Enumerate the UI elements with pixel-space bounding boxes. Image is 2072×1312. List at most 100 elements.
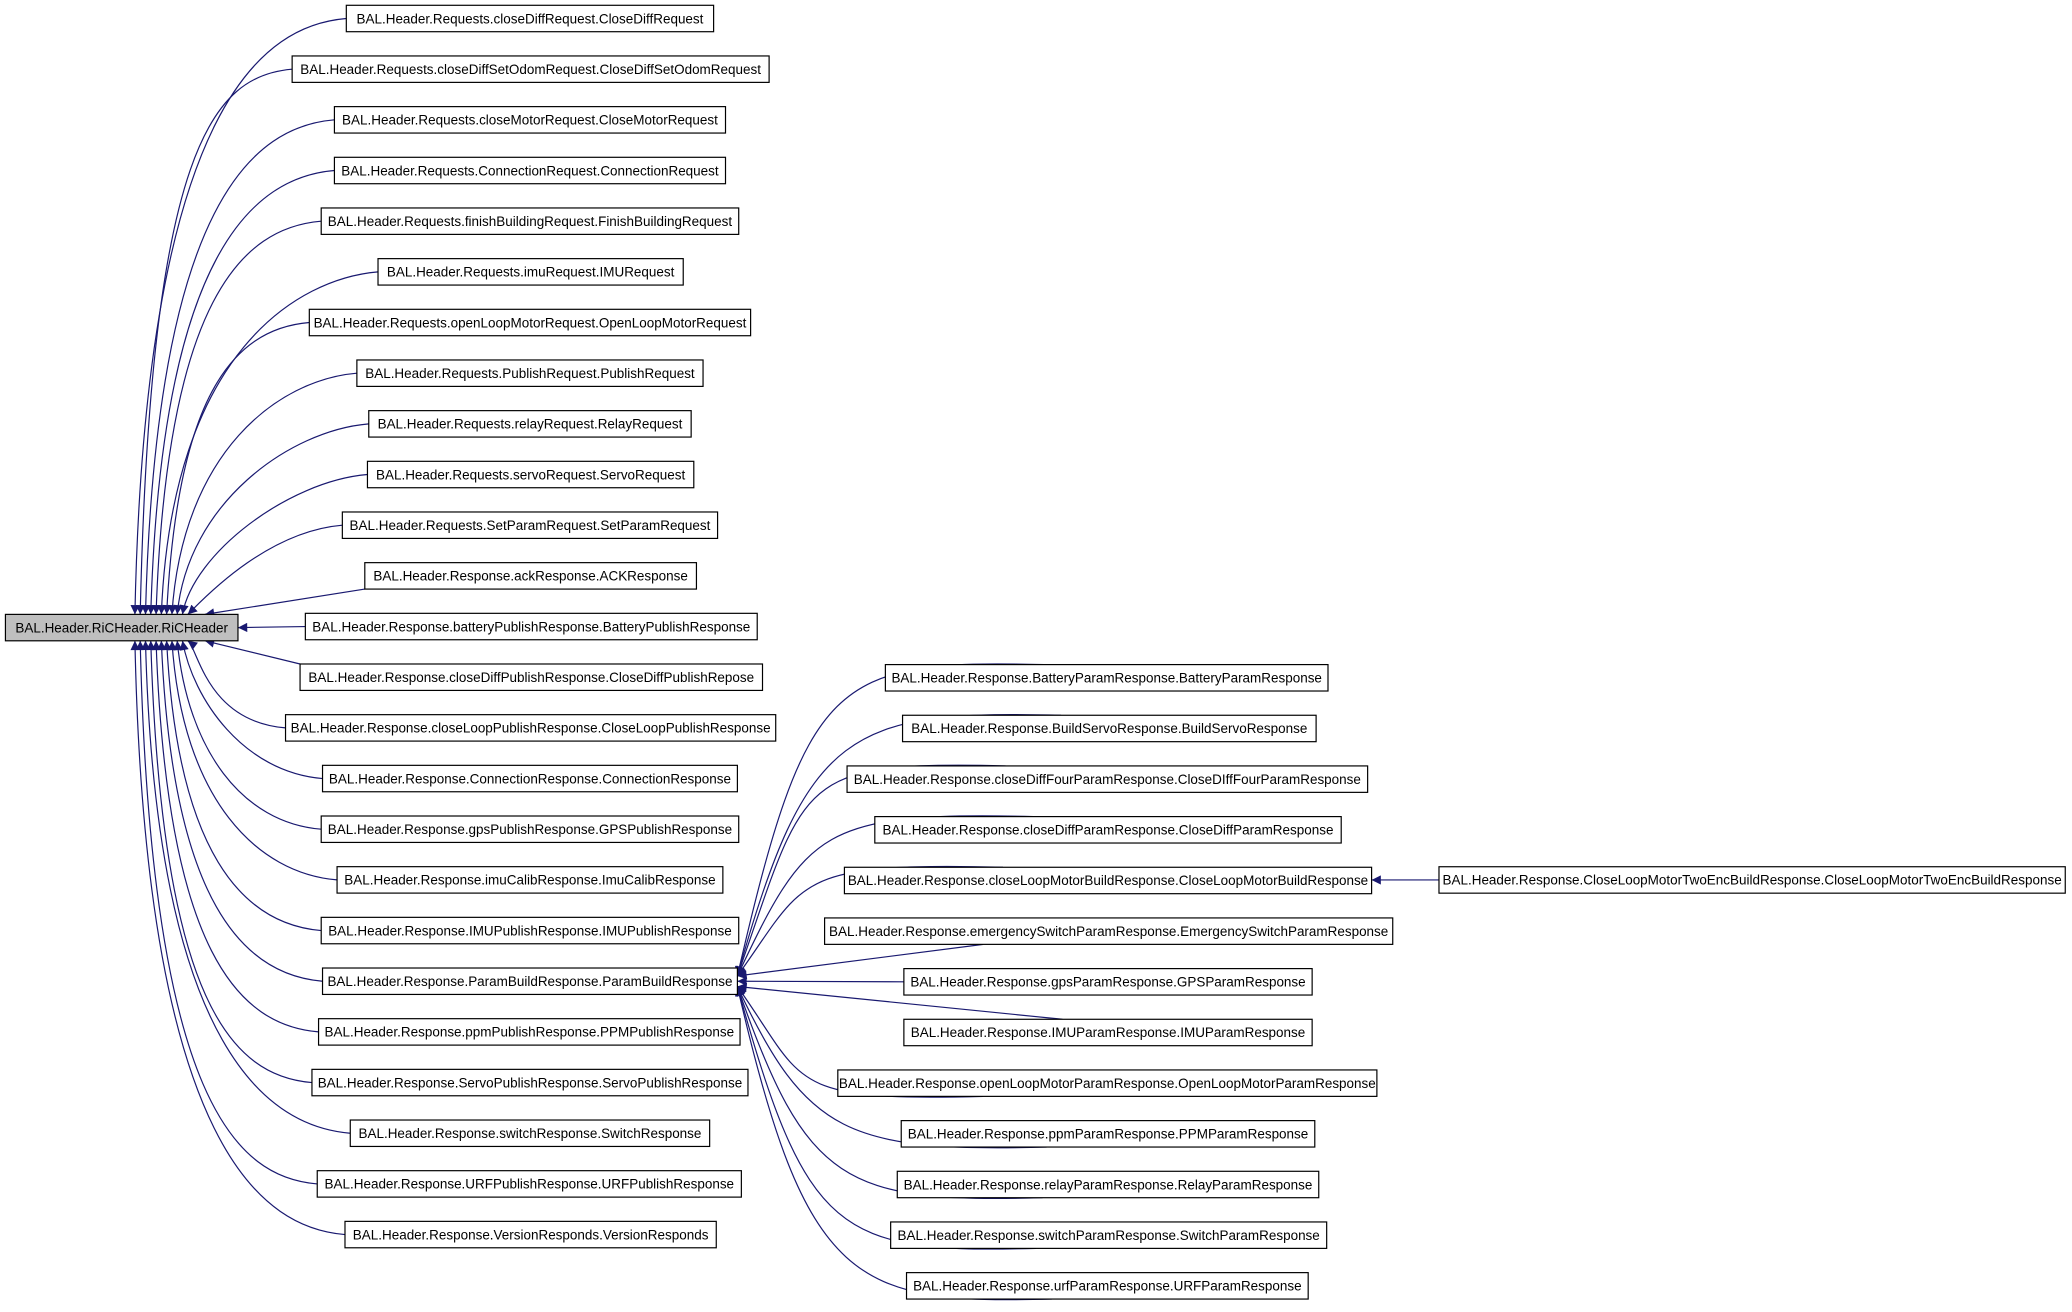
node-box[interactable] [896, 1170, 1320, 1199]
class-node[interactable]: BAL.Header.Requests.PublishRequest.Publi… [356, 359, 704, 387]
node-box[interactable] [366, 460, 695, 489]
class-node[interactable]: BAL.Header.Response.CloseLoopMotorTwoEnc… [1438, 866, 2066, 894]
node-box[interactable] [320, 815, 740, 844]
node-box[interactable] [4, 613, 239, 642]
class-node[interactable]: BAL.Header.Requests.openLoopMotorRequest… [308, 308, 752, 337]
class-node[interactable]: BAL.Header.Response.gpsPublishResponse.G… [320, 815, 740, 844]
inheritance-edge [737, 982, 1063, 1020]
node-box[interactable] [345, 4, 715, 33]
node-box[interactable] [320, 916, 740, 945]
class-node[interactable]: BAL.Header.Response.ppmParamResponse.PPM… [900, 1120, 1316, 1148]
inheritance-edge [162, 321, 310, 615]
class-node[interactable]: BAL.Header.Response.switchResponse.Switc… [349, 1119, 711, 1148]
node-label: BAL.Header.Response.batteryPublishRespon… [312, 619, 750, 634]
node-label: BAL.Header.Response.BatteryParamResponse… [891, 671, 1321, 686]
node-box[interactable] [311, 1068, 749, 1097]
node-label: BAL.Header.Response.IMUPublishResponse.I… [328, 923, 732, 938]
node-label: BAL.Header.Requests.PublishRequest.Publi… [365, 366, 695, 381]
node-box[interactable] [364, 562, 698, 590]
node-box[interactable] [824, 917, 1394, 945]
node-box[interactable] [333, 106, 727, 134]
node-label: BAL.Header.Requests.closeDiffSetOdomRequ… [300, 62, 761, 77]
class-node[interactable]: BAL.Header.Response.imuCalibResponse.Imu… [336, 866, 724, 894]
class-node[interactable]: BAL.Header.Response.relayParamResponse.R… [896, 1170, 1320, 1199]
class-node[interactable]: BAL.Header.Requests.closeDiffSetOdomRequ… [291, 55, 770, 83]
class-node[interactable]: BAL.Header.Response.gpsParamResponse.GPS… [903, 968, 1313, 996]
node-box[interactable] [317, 1018, 741, 1046]
class-node[interactable]: BAL.Header.Response.BuildServoResponse.B… [901, 714, 1317, 743]
node-box[interactable] [368, 410, 692, 438]
class-node[interactable]: BAL.Header.Response.closeDiffParamRespon… [874, 816, 1342, 844]
class-node[interactable]: BAL.Header.Requests.finishBuildingReques… [320, 207, 740, 235]
inheritance-edge [173, 640, 322, 830]
node-label: BAL.Header.Response.gpsPublishResponse.G… [328, 822, 732, 837]
class-node[interactable]: BAL.Header.Requests.ConnectionRequest.Co… [333, 156, 727, 185]
class-node[interactable]: BAL.Header.Response.ServoPublishResponse… [311, 1068, 749, 1097]
node-box[interactable] [349, 1119, 711, 1148]
inheritance-edge [167, 372, 357, 615]
class-node[interactable]: BAL.Header.Response.closeDiffPublishResp… [299, 663, 764, 692]
class-node[interactable]: BAL.Header.Response.closeLoopPublishResp… [284, 714, 777, 742]
node-label: BAL.Header.Response.urfParamResponse.URF… [913, 1279, 1302, 1294]
node-box[interactable] [890, 1221, 1328, 1249]
class-node[interactable]: BAL.Header.Requests.imuRequest.IMUReques… [377, 258, 684, 286]
class-node[interactable]: BAL.Header.Response.emergencySwitchParam… [824, 917, 1394, 945]
class-node[interactable]: BAL.Header.Response.urfParamResponse.URF… [905, 1272, 1309, 1300]
node-label: BAL.Header.Requests.SetParamRequest.SetP… [350, 518, 711, 533]
class-node[interactable]: BAL.Header.Response.ConnectionResponse.C… [321, 764, 738, 793]
node-box[interactable] [299, 663, 764, 692]
class-node[interactable]: BAL.Header.Response.closeLoopMotorBuildR… [843, 866, 1373, 895]
class-node[interactable]: BAL.Header.Response.closeDiffFourParamRe… [846, 765, 1369, 793]
class-node[interactable]: BAL.Header.Response.batteryPublishRespon… [304, 612, 758, 641]
class-node[interactable]: BAL.Header.Response.openLoopMotorParamRe… [837, 1069, 1378, 1097]
inheritance-edge [737, 976, 904, 986]
node-box[interactable] [344, 1220, 717, 1249]
node-box[interactable] [291, 55, 770, 83]
class-node[interactable]: BAL.Header.Response.ackResponse.ACKRespo… [364, 562, 698, 590]
node-box[interactable] [837, 1069, 1378, 1097]
class-node[interactable]: BAL.Header.Response.VersionResponds.Vers… [344, 1220, 717, 1249]
node-box[interactable] [901, 714, 1317, 743]
node-box[interactable] [377, 258, 684, 286]
inheritance-edge [237, 622, 306, 633]
node-box[interactable] [1438, 866, 2066, 894]
node-box[interactable] [316, 1170, 742, 1198]
node-box[interactable] [320, 207, 740, 235]
node-box[interactable] [284, 714, 777, 742]
node-box[interactable] [846, 765, 1369, 793]
class-node[interactable]: BAL.Header.Response.ParamBuildResponse.P… [321, 967, 738, 996]
node-box[interactable] [321, 764, 738, 793]
node-label: BAL.Header.Response.ConnectionResponse.C… [329, 771, 731, 786]
node-box[interactable] [874, 816, 1342, 844]
class-node[interactable]: BAL.Header.Response.URFPublishResponse.U… [316, 1170, 742, 1198]
class-node[interactable]: BAL.Header.Requests.servoRequest.ServoRe… [366, 460, 695, 489]
node-box[interactable] [304, 612, 758, 641]
edges [130, 17, 1439, 1301]
node-box[interactable] [321, 967, 738, 996]
class-node[interactable]: BAL.Header.Response.switchParamResponse.… [890, 1221, 1328, 1249]
node-box[interactable] [900, 1120, 1316, 1148]
class-node[interactable]: BAL.Header.Requests.closeMotorRequest.Cl… [333, 106, 727, 134]
node-box[interactable] [884, 663, 1329, 692]
node-label: BAL.Header.Requests.finishBuildingReques… [328, 214, 733, 229]
node-box[interactable] [903, 1018, 1313, 1047]
class-node[interactable]: BAL.Header.Response.IMUParamResponse.IMU… [903, 1018, 1313, 1047]
node-label: BAL.Header.Response.closeDiffPublishResp… [308, 670, 754, 685]
node-box[interactable] [356, 359, 704, 387]
node-box[interactable] [903, 968, 1313, 996]
node-box[interactable] [336, 866, 724, 894]
root-class-node[interactable]: BAL.Header.RiCHeader.RiCHeader [4, 613, 239, 642]
node-label: BAL.Header.Response.IMUParamResponse.IMU… [911, 1025, 1306, 1040]
class-node[interactable]: BAL.Header.Response.BatteryParamResponse… [884, 663, 1329, 692]
class-node[interactable]: BAL.Header.Response.IMUPublishResponse.I… [320, 916, 740, 945]
class-node[interactable]: BAL.Header.Response.ppmPublishResponse.P… [317, 1018, 741, 1046]
node-box[interactable] [843, 866, 1373, 895]
node-label: BAL.Header.Response.imuCalibResponse.Imu… [344, 873, 715, 888]
class-node[interactable]: BAL.Header.Requests.SetParamRequest.SetP… [341, 511, 719, 540]
node-box[interactable] [333, 156, 727, 185]
class-node[interactable]: BAL.Header.Requests.relayRequest.RelayRe… [368, 410, 692, 438]
node-box[interactable] [905, 1272, 1309, 1300]
class-node[interactable]: BAL.Header.Requests.closeDiffRequest.Clo… [345, 4, 715, 33]
node-box[interactable] [308, 308, 752, 337]
node-box[interactable] [341, 511, 719, 540]
